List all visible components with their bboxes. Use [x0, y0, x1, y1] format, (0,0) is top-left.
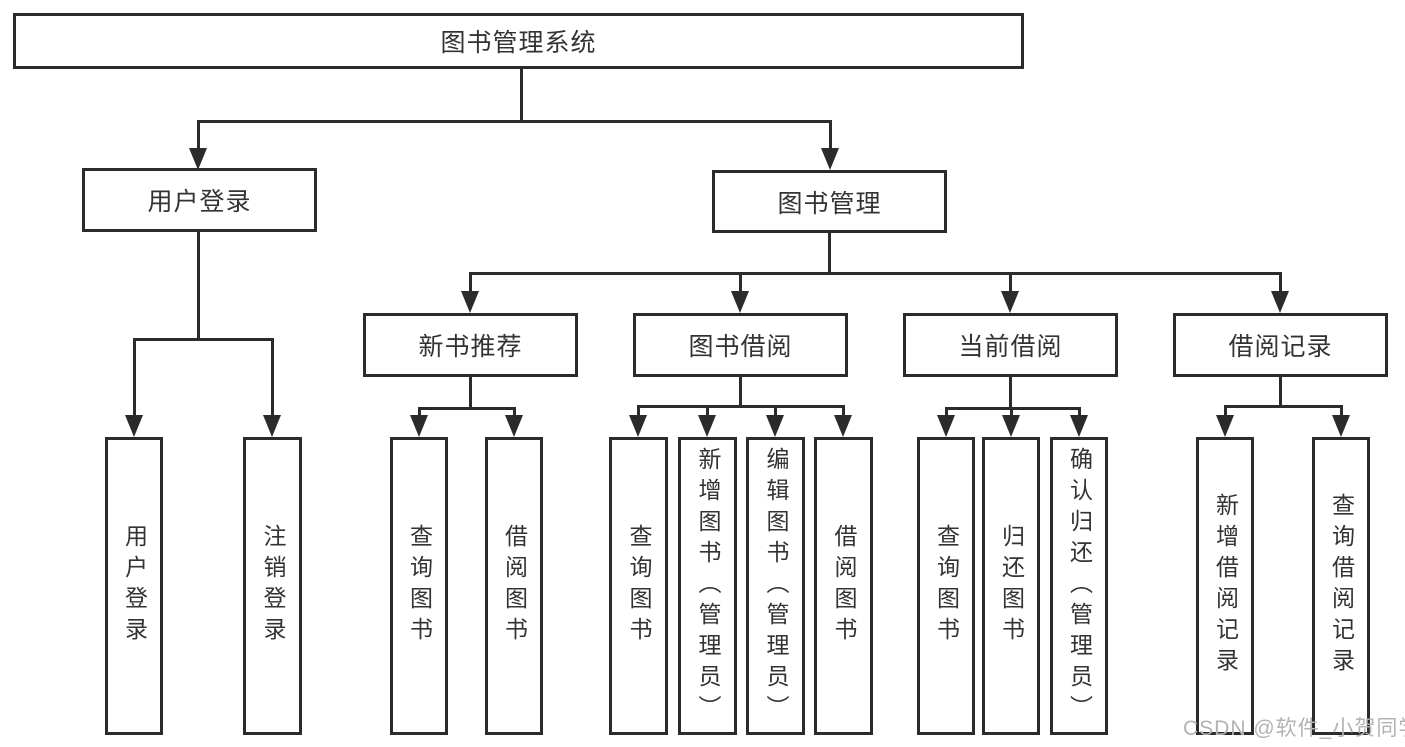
- node-label: 新书推荐: [418, 333, 523, 361]
- connector-line: [271, 338, 274, 418]
- node-borrowing-records: 借阅记录: [1173, 313, 1388, 377]
- leaf-confirm-return-admin: 确认归还（管理员）: [1050, 437, 1108, 735]
- node-label: 图书借阅: [688, 333, 793, 361]
- arrow-down-icon: [1271, 291, 1289, 313]
- connector-line: [469, 272, 1282, 275]
- leaf-label: 查询图书: [406, 524, 433, 648]
- connector-line: [1078, 407, 1081, 419]
- leaf-borrow-books-borrowing: 借阅图书: [814, 437, 873, 735]
- node-label: 借阅记录: [1228, 333, 1333, 361]
- connector-line: [197, 120, 200, 150]
- leaf-query-borrow-record: 查询借阅记录: [1312, 437, 1370, 735]
- connector-line: [829, 120, 832, 150]
- connector-line: [197, 120, 831, 123]
- node-label: 当前借阅: [958, 333, 1063, 361]
- arrow-down-icon: [125, 415, 143, 437]
- arrow-down-icon: [834, 415, 852, 437]
- leaf-label: 用户登录: [121, 524, 148, 648]
- connector-line: [842, 405, 845, 417]
- connector-line: [739, 272, 742, 294]
- leaf-label: 注销登录: [260, 524, 286, 648]
- connector-line: [945, 407, 1081, 410]
- node-label: 图书管理: [777, 189, 882, 218]
- leaf-return-book: 归还图书: [982, 437, 1040, 735]
- leaf-add-borrow-record: 新增借阅记录: [1196, 437, 1254, 735]
- connector-line: [418, 407, 421, 419]
- connector-line: [706, 405, 709, 417]
- node-label: 图书管理系统: [440, 29, 597, 57]
- leaf-add-book-admin: 新增图书（管理员）: [678, 437, 737, 735]
- arrow-down-icon: [937, 415, 955, 437]
- connector-line: [513, 407, 516, 419]
- connector-line: [469, 272, 472, 294]
- leaf-label: 查询借阅记录: [1328, 493, 1355, 679]
- leaf-label: 新增图书（管理员）: [695, 446, 721, 726]
- leaf-label: 确认归还（管理员）: [1066, 446, 1093, 726]
- connector-line: [1224, 405, 1227, 417]
- arrow-down-icon: [1001, 291, 1019, 313]
- connector-line: [1009, 272, 1012, 294]
- arrow-down-icon: [1332, 415, 1350, 437]
- arrow-down-icon: [731, 291, 749, 313]
- arrow-down-icon: [189, 148, 207, 170]
- connector-line: [197, 232, 200, 338]
- leaf-label: 查询图书: [933, 524, 960, 648]
- node-label: 用户登录: [147, 188, 252, 216]
- arrow-down-icon: [410, 415, 428, 437]
- arrow-down-icon: [1216, 415, 1234, 437]
- node-library-system: 图书管理系统: [13, 13, 1024, 69]
- node-book-borrowing: 图书借阅: [633, 313, 848, 377]
- connector-line: [1279, 272, 1282, 294]
- arrow-down-icon: [821, 148, 839, 170]
- leaf-user-login: 用户登录: [105, 437, 163, 735]
- connector-line: [637, 405, 845, 408]
- leaf-query-books-recommend: 查询图书: [390, 437, 448, 735]
- node-book-management: 图书管理: [712, 170, 947, 233]
- leaf-borrow-books-recommend: 借阅图书: [485, 437, 543, 735]
- connector-line: [774, 405, 777, 417]
- arrow-down-icon: [263, 415, 281, 437]
- connector-line: [1279, 377, 1282, 407]
- leaf-label: 编辑图书（管理员）: [763, 446, 789, 726]
- connector-line: [1340, 405, 1343, 417]
- arrow-down-icon: [1070, 415, 1088, 437]
- connector-line: [133, 338, 273, 341]
- leaf-label: 借阅图书: [831, 524, 857, 648]
- arrow-down-icon: [1002, 415, 1020, 437]
- leaf-logout: 注销登录: [243, 437, 302, 735]
- connector-line: [520, 69, 523, 120]
- connector-line: [1224, 405, 1343, 408]
- connector-line: [828, 233, 831, 274]
- leaf-label: 归还图书: [998, 524, 1025, 648]
- arrow-down-icon: [505, 415, 523, 437]
- arrow-down-icon: [629, 415, 647, 437]
- arrow-down-icon: [698, 415, 716, 437]
- connector-line: [637, 405, 640, 417]
- connector-line: [1010, 407, 1013, 419]
- node-new-book-recommend: 新书推荐: [363, 313, 578, 377]
- leaf-label: 借阅图书: [501, 524, 528, 648]
- arrow-down-icon: [766, 415, 784, 437]
- connector-line: [469, 377, 472, 409]
- watermark: CSDN @软件_小贺同学: [1183, 717, 1405, 740]
- leaf-query-books-borrowing: 查询图书: [609, 437, 668, 735]
- leaf-label: 新增借阅记录: [1212, 493, 1239, 679]
- node-current-borrowing: 当前借阅: [903, 313, 1118, 377]
- node-user-login: 用户登录: [82, 168, 317, 232]
- connector-line: [133, 338, 136, 418]
- connector-line: [945, 407, 948, 419]
- leaf-edit-book-admin: 编辑图书（管理员）: [746, 437, 805, 735]
- arrow-down-icon: [461, 291, 479, 313]
- connector-line: [739, 377, 742, 407]
- connector-line: [1009, 377, 1012, 409]
- connector-line: [418, 407, 516, 410]
- leaf-query-books-current: 查询图书: [917, 437, 975, 735]
- leaf-label: 查询图书: [626, 524, 652, 648]
